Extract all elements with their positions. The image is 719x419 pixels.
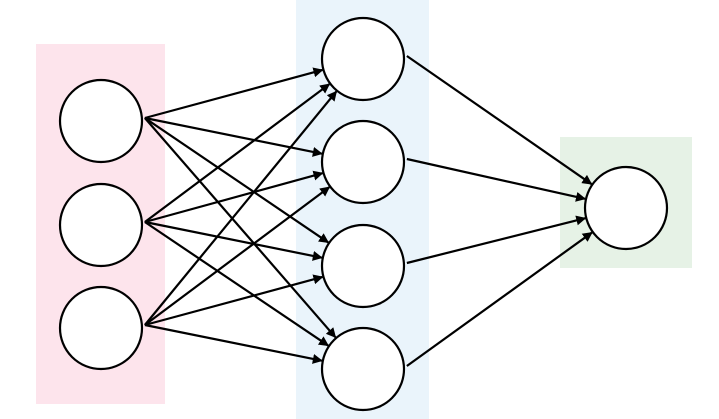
edge-input1-to-hidden3 <box>144 117 330 244</box>
input-node-2 <box>58 182 144 268</box>
edge-hidden2-to-output1 <box>406 157 586 202</box>
hidden-node-1 <box>320 16 406 102</box>
edge-input1-to-hidden1 <box>144 67 324 120</box>
edge-input3-to-hidden1 <box>144 90 338 326</box>
hidden-node-2 <box>320 119 406 205</box>
edge-input2-to-hidden4 <box>144 221 330 347</box>
input-node-1 <box>58 78 144 164</box>
edge-hidden4-to-output1 <box>406 231 593 367</box>
edge-input1-to-hidden2 <box>144 116 323 157</box>
edge-input2-to-hidden2 <box>144 170 324 224</box>
edge-input1-to-hidden4 <box>144 117 337 339</box>
edge-input2-to-hidden3 <box>144 220 323 261</box>
neurons <box>58 16 669 412</box>
hidden-node-3 <box>320 223 406 309</box>
edge-hidden3-to-output1 <box>406 215 587 265</box>
input-node-3 <box>58 285 144 371</box>
connections <box>144 55 593 367</box>
edge-input3-to-hidden3 <box>144 274 324 327</box>
edge-input3-to-hidden4 <box>144 323 323 364</box>
hidden-node-4 <box>320 326 406 412</box>
edge-input3-to-hidden2 <box>144 186 331 326</box>
edge-hidden1-to-output1 <box>406 55 593 185</box>
output-node-1 <box>583 165 669 251</box>
edge-input2-to-hidden1 <box>144 83 331 223</box>
